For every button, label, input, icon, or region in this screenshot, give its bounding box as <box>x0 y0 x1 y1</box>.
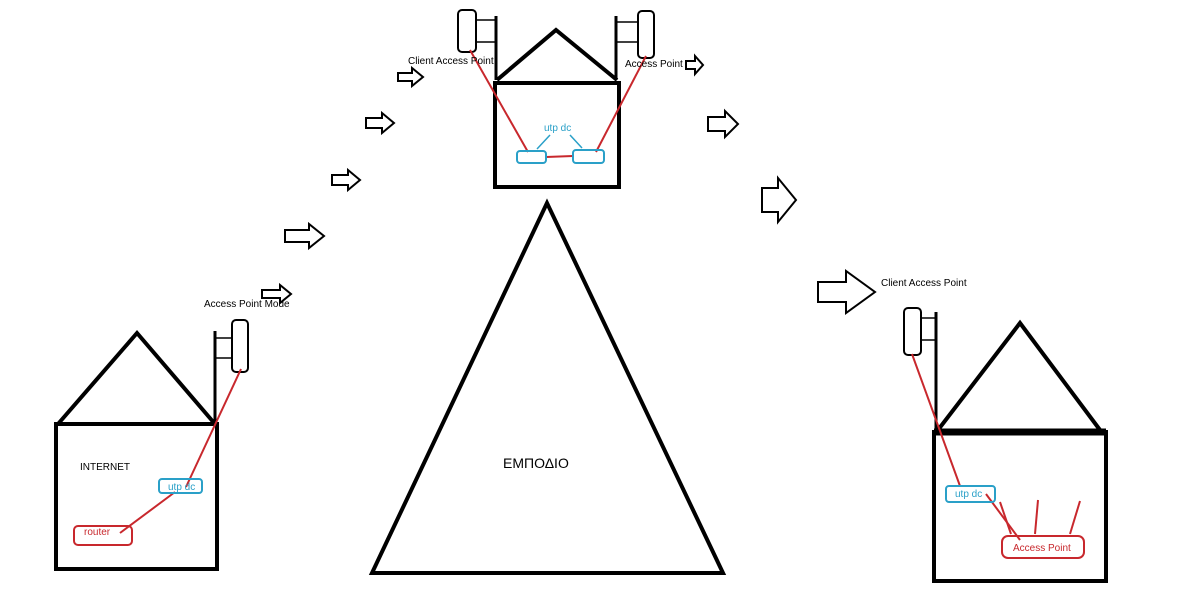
left-utp-label: utp dc <box>168 482 195 493</box>
arrow-right-icon <box>761 175 798 225</box>
router-antenna <box>1069 500 1081 535</box>
top-cable <box>469 49 529 153</box>
arrow-right-icon <box>817 269 877 315</box>
top-house-roof <box>495 27 619 82</box>
obstacle-label: ΕΜΠΟΔΙΟ <box>503 455 569 471</box>
left-house: INTERNET router utp dc Access Point Mode <box>54 299 290 571</box>
signal-arrows <box>261 53 877 315</box>
arrow-right-icon <box>284 221 326 251</box>
top-house-body <box>493 81 621 189</box>
left-house-roof <box>56 329 217 426</box>
top-house: utp dc Client Access Point Access Point <box>408 9 683 189</box>
right-utp-box <box>945 485 996 503</box>
top-utp-box-left <box>516 150 547 164</box>
access-point-mode-label: Access Point Mode <box>204 299 290 310</box>
arrow-right-icon <box>365 110 396 136</box>
top-utp-pointer <box>569 134 583 149</box>
internet-label: INTERNET <box>80 462 130 473</box>
right-cable <box>911 353 961 487</box>
arrow-right-icon <box>261 282 293 306</box>
router-antenna <box>1034 499 1039 535</box>
right-access-point-label: Access Point <box>1013 543 1071 554</box>
right-antenna-device <box>903 307 922 356</box>
left-house-body <box>54 422 219 571</box>
top-utp-pointer <box>536 134 551 150</box>
right-cable <box>985 493 1021 541</box>
obstacle: ΕΜΠΟΔΙΟ <box>368 198 727 575</box>
top-utp-label: utp dc <box>544 123 571 134</box>
access-point-top-label: Access Point <box>625 59 683 70</box>
top-left-antenna-device <box>457 9 477 53</box>
router-label: router <box>84 527 111 538</box>
right-house-roof <box>936 319 1102 432</box>
obstacle-triangle <box>368 198 727 575</box>
arrow-right-icon <box>685 53 705 77</box>
top-cable <box>545 155 574 158</box>
right-utp-label: utp dc <box>955 489 982 500</box>
arrow-right-icon <box>397 65 425 89</box>
left-utp-box <box>158 478 203 494</box>
top-utp-box-right <box>572 149 605 164</box>
client-access-point-right-label: Client Access Point <box>881 278 967 289</box>
client-access-point-top-label: Client Access Point <box>408 56 494 67</box>
top-right-antenna-device <box>637 10 655 59</box>
top-cable <box>595 55 647 153</box>
arrow-right-icon <box>707 108 740 140</box>
left-antenna-device <box>231 319 249 373</box>
arrow-right-icon <box>331 167 362 193</box>
left-cable <box>185 368 242 488</box>
left-router-box <box>73 525 133 546</box>
right-house: utp dc Access Point Client Access Point <box>881 278 1108 583</box>
router-antenna <box>999 501 1012 535</box>
right-access-point-box <box>1001 535 1085 559</box>
